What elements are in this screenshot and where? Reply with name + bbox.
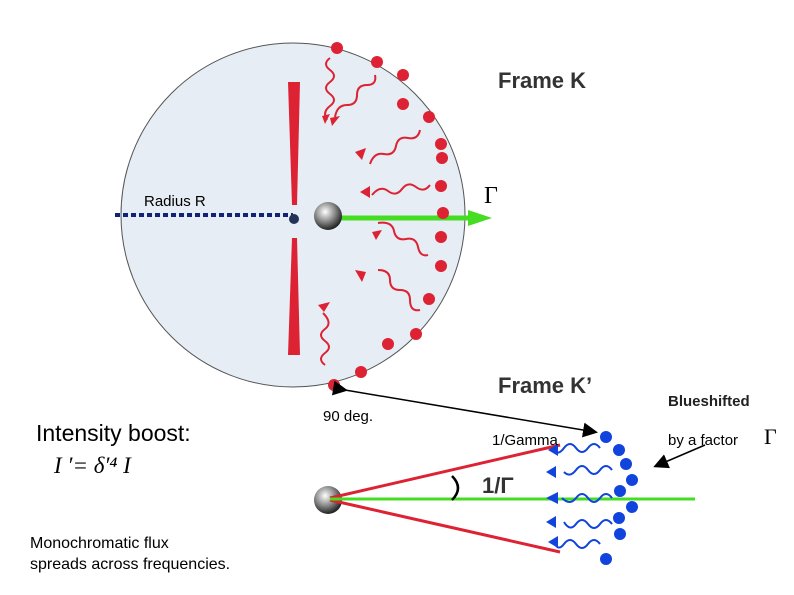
frame-k-prime-title: Frame K’ bbox=[498, 373, 593, 398]
blue-photon-dot bbox=[600, 553, 612, 565]
cone-angle-arc bbox=[451, 475, 460, 501]
slit-bar-top bbox=[288, 82, 300, 205]
red-arrowhead bbox=[355, 148, 366, 160]
red-photon-dot bbox=[435, 231, 447, 243]
red-wave-arrow bbox=[377, 221, 429, 257]
red-arrowhead bbox=[360, 186, 370, 198]
blue-arrowhead bbox=[546, 516, 556, 528]
red-photon-dot bbox=[423, 111, 435, 123]
red-arrowhead bbox=[322, 114, 330, 124]
blue-wave-arrowheads bbox=[546, 444, 558, 548]
blue-photon-dot bbox=[613, 444, 625, 456]
blue-arrowhead bbox=[548, 444, 558, 456]
blue-arrowhead bbox=[548, 536, 558, 548]
note-line1: Monochromatic flux bbox=[30, 535, 169, 552]
cone-angle-label: 1/Γ bbox=[482, 473, 514, 498]
blueshift-line1: Blueshifted bbox=[668, 393, 750, 410]
red-arrowhead bbox=[355, 270, 366, 282]
red-wave-arrow bbox=[320, 312, 330, 366]
intensity-formula: I ′= δ′⁴ I bbox=[54, 453, 131, 478]
blue-photon-dot bbox=[614, 528, 626, 540]
blue-photon-dot bbox=[620, 458, 632, 470]
slit-center-dot bbox=[289, 214, 299, 224]
angle-label: 90 deg. bbox=[323, 408, 374, 425]
blue-wave-arrow bbox=[563, 465, 613, 476]
blue-arrowhead bbox=[546, 492, 558, 504]
red-wave-arrow bbox=[324, 57, 335, 121]
radius-label: Radius R bbox=[144, 193, 206, 210]
blue-photon-dot bbox=[614, 485, 626, 497]
blue-wave-arrow bbox=[553, 443, 601, 454]
blue-wave-arrow bbox=[553, 539, 601, 549]
red-wave-arrow bbox=[369, 129, 421, 165]
blue-photon-dot bbox=[626, 474, 638, 486]
blue-wave-arrow bbox=[561, 493, 613, 503]
velocity-arrowhead bbox=[468, 210, 492, 226]
red-arrowhead bbox=[372, 230, 382, 240]
red-wave-arrow bbox=[377, 269, 421, 312]
red-photon-dot bbox=[435, 180, 447, 192]
red-photon-dot bbox=[331, 42, 343, 54]
red-photon-dot bbox=[435, 138, 447, 150]
blueshift-pointer-arrow bbox=[653, 444, 706, 469]
red-photon-dots bbox=[328, 42, 449, 391]
red-wave-arrow bbox=[334, 74, 377, 118]
red-arrowhead bbox=[318, 302, 330, 312]
intensity-heading: Intensity boost: bbox=[36, 420, 191, 446]
gamma-label: Γ bbox=[484, 183, 498, 209]
note-line2: spreads across frequencies. bbox=[30, 556, 231, 573]
blueshift-line2: by a factor bbox=[668, 432, 739, 449]
red-photon-dot bbox=[371, 56, 383, 68]
blue-photon-dots bbox=[600, 431, 638, 565]
source-ball-prime bbox=[314, 486, 342, 514]
red-photon-dot bbox=[397, 69, 409, 81]
red-photon-dot bbox=[437, 207, 449, 219]
red-wave-arrow bbox=[371, 183, 431, 196]
blue-photon-dot bbox=[626, 501, 638, 513]
red-photon-dot bbox=[436, 152, 448, 164]
blue-wave-arrow bbox=[563, 519, 613, 529]
red-photon-dot bbox=[397, 98, 409, 110]
blue-arrowhead bbox=[546, 466, 556, 478]
source-ball bbox=[314, 202, 342, 230]
blue-photon-dot bbox=[600, 431, 612, 443]
blueshift-gamma: Γ bbox=[764, 424, 777, 449]
red-photon-dot bbox=[435, 260, 447, 272]
red-photon-dot bbox=[382, 338, 394, 350]
slit-bar-bottom bbox=[288, 238, 300, 355]
blue-wave-arrows bbox=[553, 443, 613, 549]
blue-photon-dot bbox=[613, 512, 625, 524]
cone-label: 1/Gamma bbox=[492, 432, 558, 449]
red-wave-arrowheads bbox=[318, 114, 382, 312]
frame-link-arrow bbox=[331, 380, 598, 438]
frame-k-title: Frame K bbox=[498, 68, 587, 93]
red-photon-dot bbox=[423, 293, 435, 305]
cone-edge-upper bbox=[329, 443, 561, 500]
red-photon-dot bbox=[328, 379, 340, 391]
red-photon-dot bbox=[355, 366, 367, 378]
red-photon-dot bbox=[410, 328, 422, 340]
cone-edge-lower bbox=[329, 498, 561, 554]
red-arrowhead bbox=[330, 116, 340, 126]
red-wave-arrows bbox=[320, 57, 431, 366]
